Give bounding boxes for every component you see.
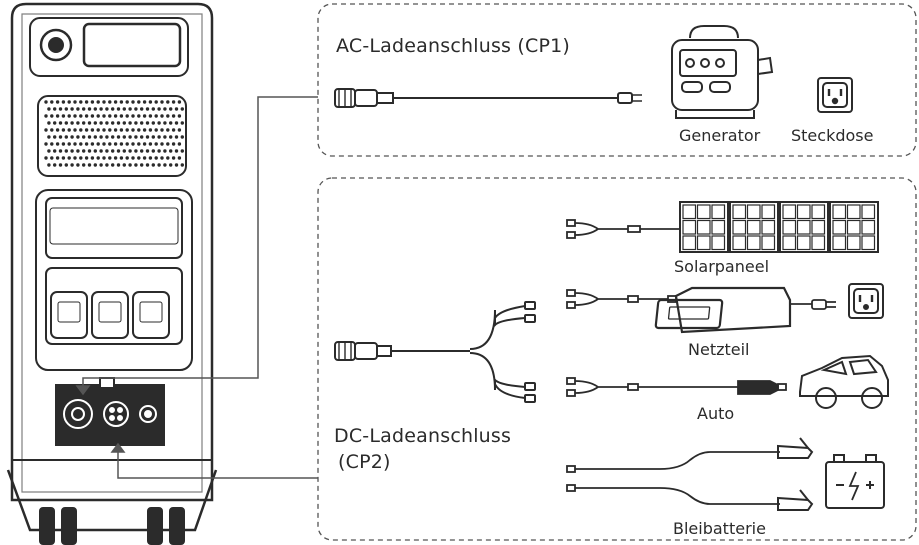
car-cable	[566, 377, 787, 397]
ac-section-title: AC-Ladeanschluss (CP1)	[336, 35, 571, 57]
adapter-label: Netzteil	[688, 340, 750, 359]
generator-label: Generator	[679, 126, 761, 145]
cp1-connection-line	[75, 96, 318, 396]
wall-outlet-icon	[817, 77, 853, 113]
cp1-port-icon	[63, 399, 93, 429]
car-label: Auto	[697, 404, 735, 423]
power-station	[6, 2, 218, 545]
dc-charging-cable	[334, 301, 536, 403]
power-button-icon	[39, 28, 73, 62]
lead-battery-icon	[825, 454, 885, 509]
outlet-label: Steckdose	[791, 126, 874, 145]
ac-outlet-covers	[50, 291, 170, 339]
dc-section-box	[317, 177, 917, 541]
outlet-small-icon	[848, 283, 884, 319]
dc-section-title: DC-Ladeanschluss	[334, 425, 512, 447]
ground-port-icon	[139, 405, 157, 423]
generator-icon	[671, 25, 774, 119]
battery-label: Bleibatterie	[673, 519, 766, 538]
solar-cable	[566, 219, 680, 239]
solar-panel-icon	[679, 201, 879, 253]
dc-section-subtitle: (CP2)	[338, 451, 391, 473]
cp2-port-icon	[103, 401, 129, 427]
solar-label: Solarpaneel	[674, 257, 770, 276]
ac-charging-cable	[334, 88, 642, 108]
vent-grille	[44, 100, 184, 167]
battery-cable	[566, 451, 780, 505]
alligator-clips-icon	[777, 437, 814, 511]
wheels	[39, 507, 185, 545]
cp2-connection-line	[110, 442, 318, 479]
car-icon	[799, 354, 889, 409]
power-adapter-icon	[654, 286, 792, 334]
display-screen	[82, 22, 182, 68]
